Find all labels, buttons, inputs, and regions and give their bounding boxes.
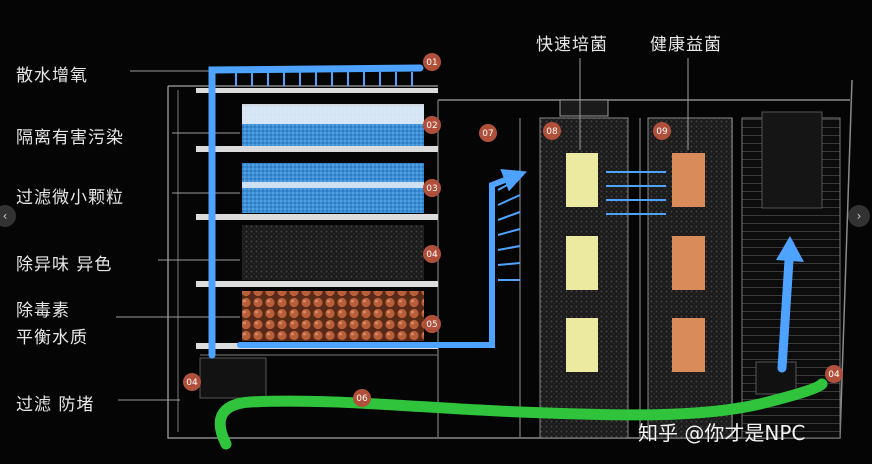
badge-02: 02 [423, 116, 441, 134]
bio-blocks-yellow [566, 153, 598, 372]
pump-base [755, 361, 797, 395]
label-detox: 除毒素 [16, 301, 70, 321]
up-arrow-head [776, 236, 804, 262]
badge-01: 01 [423, 53, 441, 71]
label-fine-particles: 过滤微小颗粒 [16, 188, 124, 208]
label-healthy-bacteria: 健康益菌 [650, 35, 722, 55]
cross-arrows [606, 171, 666, 215]
sponge-white-mid [242, 182, 424, 188]
top-cup [559, 99, 609, 117]
label-balance-water: 平衡水质 [16, 328, 88, 348]
ceramic-layer-05 [242, 291, 424, 341]
badge-04-left: 04 [183, 373, 201, 391]
inlet-arrows [497, 177, 521, 281]
spray-arrows [235, 72, 413, 86]
badge-07: 07 [479, 124, 497, 142]
carbon-layer-04 [242, 225, 424, 280]
badge-04: 04 [423, 245, 441, 263]
label-isolate-pollution: 隔离有害污染 [16, 128, 124, 148]
badge-03: 03 [423, 179, 441, 197]
prev-arrow-icon[interactable]: ‹ [0, 205, 16, 227]
svg-text:06: 06 [356, 394, 368, 404]
pump-body [761, 111, 823, 209]
svg-text:05: 05 [426, 320, 437, 330]
svg-text:04: 04 [426, 250, 438, 260]
badge-08: 08 [543, 122, 561, 140]
bio-blocks-orange [672, 153, 705, 372]
blue-flow [208, 64, 795, 373]
svg-text:07: 07 [482, 129, 493, 139]
label-odor-color: 除异味 异色 [16, 255, 113, 275]
badge-09: 09 [653, 122, 671, 140]
svg-text:04: 04 [828, 370, 840, 380]
label-aeration: 散水增氧 [16, 66, 88, 86]
next-arrow-icon[interactable]: › [848, 205, 870, 227]
badge-04-right: 04 [825, 365, 843, 383]
watermark: 知乎 @你才是NPC [638, 421, 806, 445]
label-leader-lines [116, 58, 689, 401]
svg-text:01: 01 [426, 58, 437, 68]
badge-05: 05 [423, 315, 441, 333]
label-filter-anticlog: 过滤 防堵 [16, 395, 95, 415]
svg-text:08: 08 [546, 127, 558, 137]
svg-text:02: 02 [426, 121, 437, 131]
svg-text:03: 03 [426, 184, 437, 194]
green-flow [214, 378, 828, 450]
badge-06: 06 [353, 389, 371, 407]
label-fast-bacteria: 快速培菌 [536, 35, 608, 55]
sponge-white-top [242, 104, 424, 124]
svg-text:04: 04 [186, 378, 198, 388]
svg-text:09: 09 [656, 127, 668, 137]
